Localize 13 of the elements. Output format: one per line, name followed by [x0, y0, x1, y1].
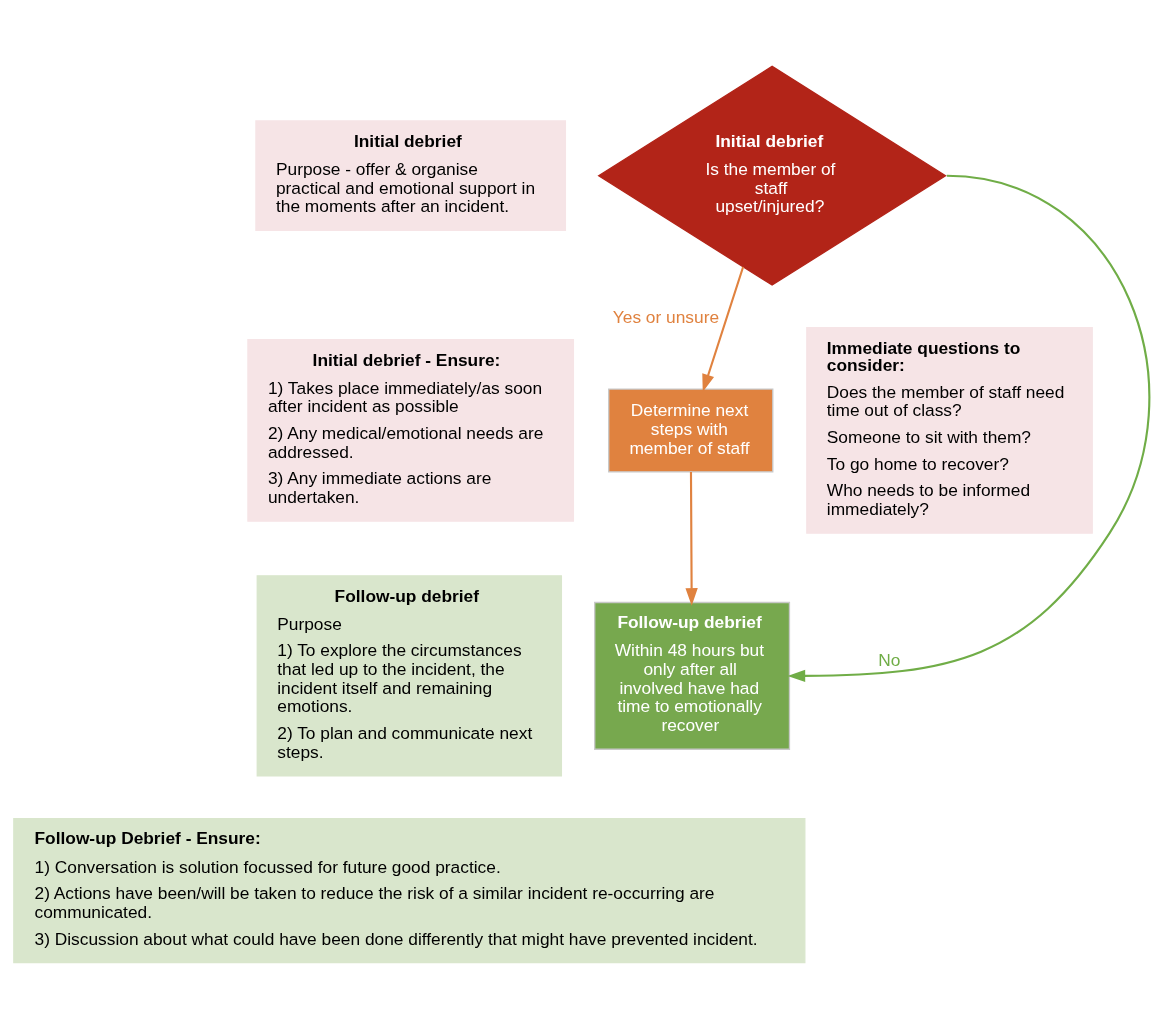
arrow — [685, 471, 698, 606]
edge-label: Yes or unsure — [612, 306, 720, 327]
node-diamond: Initial debrief Is the member of staff upset/injured? — [597, 65, 947, 286]
node-box: Follow-up Debrief - Ensure: 1) Conversation is solution focussed for future good practice. 2) Actions have been/will be taken to reduce the risk of a similar incident re-occurring are communicated. 3) Discussion about what could have been done differently that might have prevented incident. — [13, 817, 806, 964]
node-box: Immediate questions to consider: Does the member of staff need time out of class? Someone to sit with them? To go home to recover? Who needs to be informed immediately? — [806, 327, 1093, 534]
node-box: Follow-up debrief Purpose 1) To explore the circumstances that led up to the incident, the incident itself and remaining emotions. 2) To plan and communicate next steps. — [256, 575, 563, 777]
node-box: Initial debrief - Ensure: 1) Takes place immediately/as soon after incident as possible 2) Any medical/emotional needs are addressed. 3) Any immediate actions are undertaken. — [247, 339, 575, 522]
node-box: Determine next steps with member of staff — [608, 388, 774, 473]
node-box: Follow-up debrief Within 48 hours but only after all involved have had time to emotionally recover — [594, 601, 791, 750]
edge-label: No — [878, 650, 901, 671]
arrow — [787, 174, 1150, 682]
node-box: Initial debrief Purpose - offer & organise practical and emotional support in the moments after an incident. — [255, 120, 567, 232]
arrow — [702, 266, 745, 392]
